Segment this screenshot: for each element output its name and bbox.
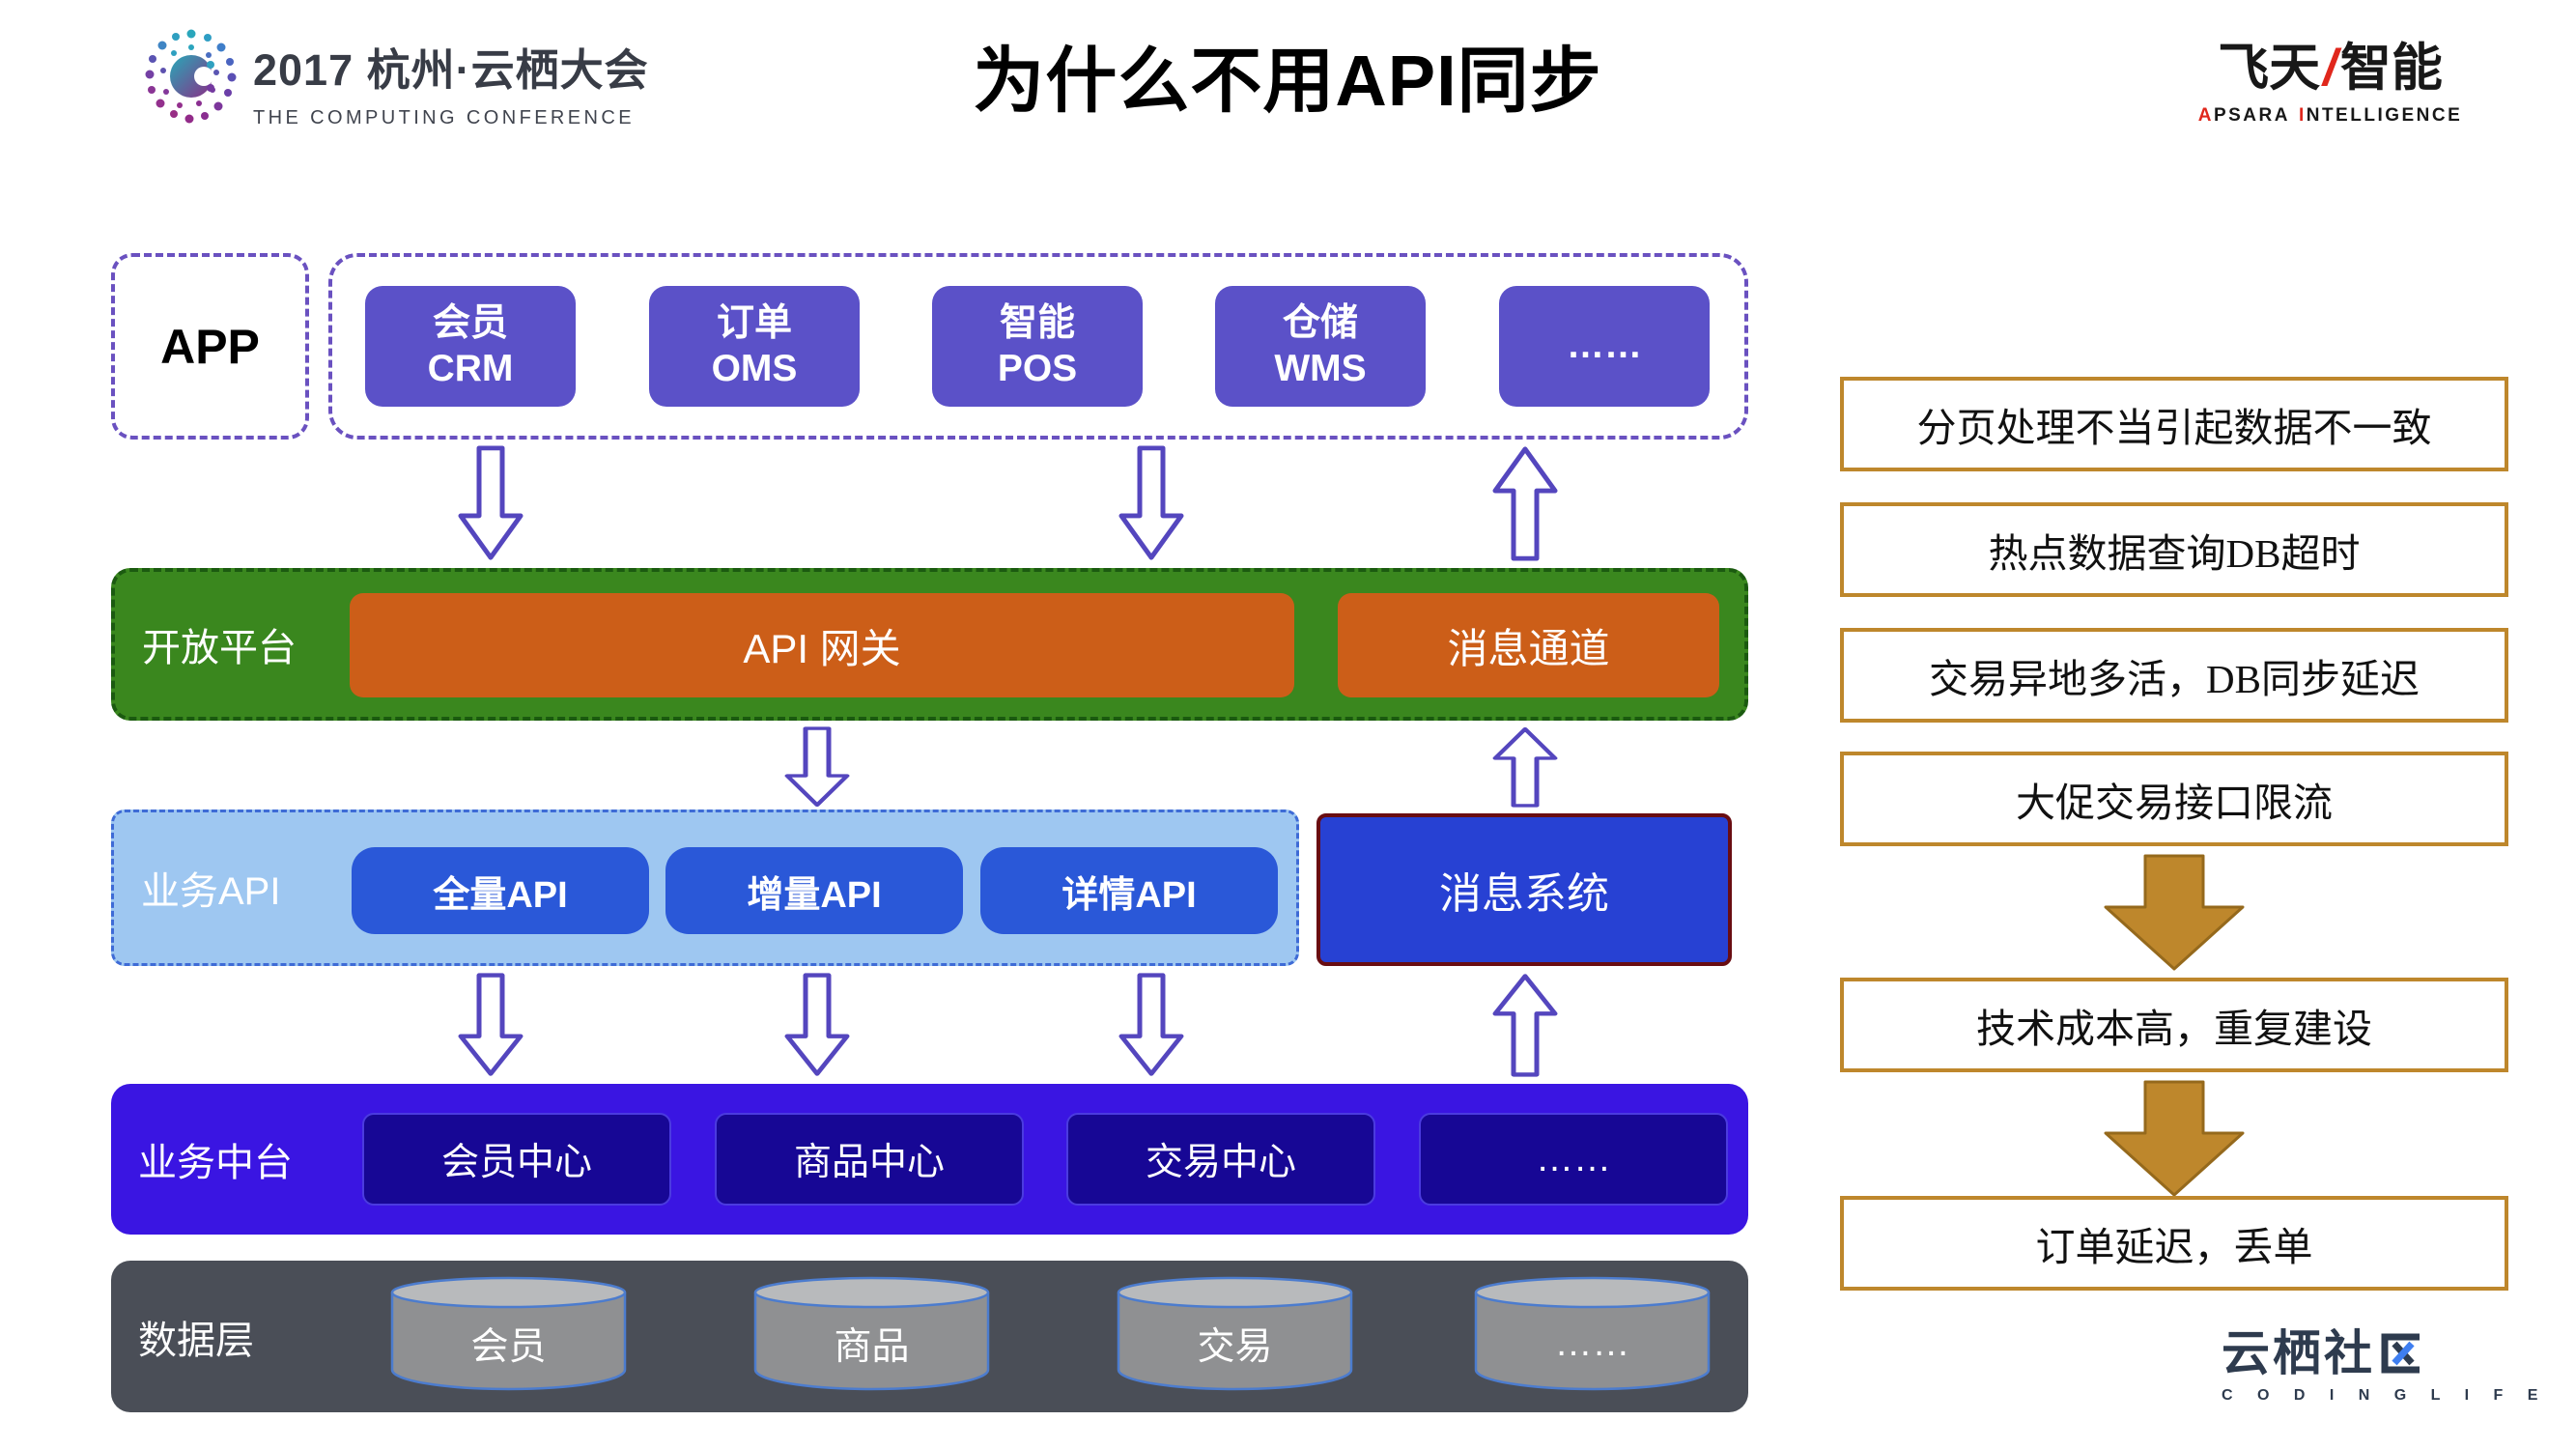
app-box-more: …… [1499,286,1710,407]
conference-subtitle: THE COMPUTING CONFERENCE [253,107,635,128]
business-middle-label: 业务中台 [138,1142,293,1184]
gold-down-arrow-icon [2102,854,2247,972]
app-label-box: APP [111,253,309,440]
product-center-box: 商品中心 [715,1113,1024,1206]
database-cylinder: …… [1473,1275,1712,1391]
app-box-line1: 仓储 [1282,301,1358,344]
apps-container: 会员 CRM 订单 OMS 智能 POS 仓储 WMS …… [328,253,1748,440]
open-platform-row: 开放平台 API 网关 消息通道 [111,568,1748,721]
brand-cn-left: 飞天 [2218,40,2321,97]
community-name: 云栖社 [2222,1329,2502,1378]
message-system-box: 消息系统 [1316,813,1732,966]
app-box-line2: WMS [1274,347,1367,389]
business-api-label: 业务API [141,870,281,913]
conference-title: 2017 杭州·云栖大会 [253,45,649,95]
app-box-line1: …… [1567,325,1642,367]
business-api-row: 业务API 全量API 增量API 详情API [111,810,1299,966]
app-box-line2: OMS [711,347,798,389]
brand-en-i: I [2298,105,2307,126]
apsara-brand-en: APSARA INTELLIGENCE [2164,105,2497,127]
full-api-box: 全量API [352,847,649,934]
database-cylinder: 会员 [389,1275,628,1391]
down-arrow-icon [1118,445,1185,561]
up-arrow-icon [1491,973,1559,1077]
app-box-line2: CRM [427,347,514,389]
database-cylinder: 商品 [752,1275,991,1391]
brand-cn-right: 智能 [2339,40,2443,97]
page-title: 为什么不用API同步 [973,41,1602,121]
brand-slash-icon: / [2323,40,2337,97]
more-center-box: …… [1419,1113,1728,1206]
issue-box-hotspot: 热点数据查询DB超时 [1840,502,2508,597]
down-arrow-icon [457,973,524,1077]
business-middle-row: 业务中台 会员中心 商品中心 交易中心 …… [111,1084,1748,1235]
issue-box-rate-limit: 大促交易接口限流 [1840,752,2508,846]
down-arrow-icon [1118,973,1185,1077]
app-box-pos: 智能 POS [932,286,1143,407]
app-box-line1: 订单 [716,301,792,344]
community-logo: 云栖社 C O D I N G L I F E [2222,1329,2548,1405]
gold-down-arrow-icon [2102,1080,2247,1198]
data-layer-label: 数据层 [138,1319,254,1362]
database-label: 会员 [470,1326,547,1368]
down-arrow-icon [783,973,851,1077]
app-box-crm: 会员 CRM [365,286,576,407]
database-label: 商品 [834,1326,910,1368]
community-tagline: C O D I N G L I F E [2222,1387,2548,1404]
api-gateway-box: API 网关 [350,593,1294,697]
brand-en-a: A [2197,105,2214,126]
open-platform-label: 开放平台 [142,627,297,669]
conference-logo-text: 2017 杭州·云栖大会 THE COMPUTING CONFERENCE [253,35,649,129]
down-arrow-icon [457,445,524,561]
app-box-wms: 仓储 WMS [1215,286,1426,407]
message-channel-box: 消息通道 [1338,593,1719,697]
apsara-brand-logo: 飞天/智能 APSARA INTELLIGENCE [2164,27,2497,127]
up-arrow-icon [1491,445,1559,561]
database-cylinder: 交易 [1116,1275,1354,1391]
qu-x-glyph-icon [2377,1330,2423,1377]
issue-box-cost: 技术成本高，重复建设 [1840,978,2508,1072]
issue-box-result: 订单延迟，丢单 [1840,1196,2508,1291]
database-label: 交易 [1197,1326,1273,1368]
app-box-line1: 智能 [999,301,1075,344]
apsara-brand-cn: 飞天/智能 [2164,27,2497,100]
up-arrow-icon [1491,726,1559,808]
brand-en-ntelligence: NTELLIGENCE [2306,105,2463,126]
down-arrow-icon [783,726,851,808]
app-box-oms: 订单 OMS [649,286,860,407]
app-box-line2: POS [997,347,1078,389]
trade-center-box: 交易中心 [1066,1113,1375,1206]
conference-logo-icon [143,25,240,128]
issue-box-multi-site: 交易异地多活，DB同步延迟 [1840,628,2508,723]
brand-en-psara: PSARA [2213,105,2290,126]
app-box-line1: 会员 [432,301,508,344]
member-center-box: 会员中心 [362,1113,671,1206]
incremental-api-box: 增量API [665,847,963,934]
database-label: …… [1554,1322,1630,1364]
issue-box-pagination: 分页处理不当引起数据不一致 [1840,377,2508,471]
community-name-text: 云栖社 [2222,1326,2375,1380]
detail-api-box: 详情API [980,847,1278,934]
